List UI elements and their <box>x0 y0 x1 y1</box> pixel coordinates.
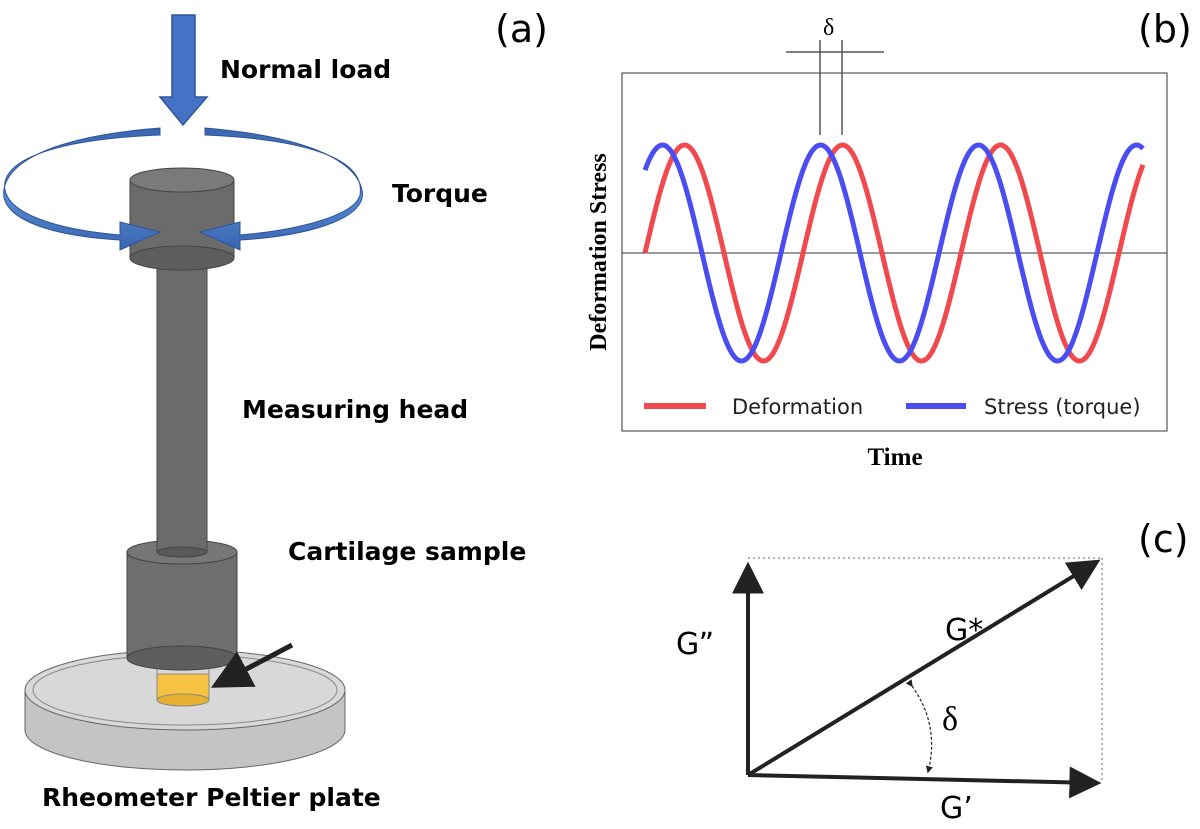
normal-load-arrow-icon <box>158 14 209 127</box>
panel-c-label: (c) <box>1138 517 1189 561</box>
measuring-head-label: Measuring head <box>242 395 468 424</box>
legend-deformation-label: Deformation <box>732 395 863 419</box>
g-double-prime-label: G” <box>676 627 714 662</box>
panel-c: (c) G” G* G’ δ <box>676 517 1189 826</box>
phase-lag-marker <box>786 40 884 135</box>
y-axis-label: Deformation Stress <box>586 153 612 351</box>
dotted-box <box>748 557 1103 782</box>
sample-pointer-arrow-icon <box>210 642 294 688</box>
plot-frame <box>621 72 1168 432</box>
delta-angle-arc <box>905 679 933 774</box>
upper-cylinder <box>129 167 235 271</box>
lower-cylinder <box>126 539 238 671</box>
g-prime-label: G’ <box>940 791 973 826</box>
panel-b-label: (b) <box>1138 7 1192 51</box>
peltier-plate-label: Rheometer Peltier plate <box>42 783 381 812</box>
g-star-label: G* <box>945 613 983 648</box>
panel-b: (b) δ Deformation Stress (torque) Deform… <box>586 7 1192 471</box>
g-prime-vector <box>747 766 1102 799</box>
delta-symbol-b: δ <box>823 15 834 41</box>
measuring-shaft <box>156 264 208 558</box>
normal-load-label: Normal load <box>220 55 391 84</box>
panel-a-label: (a) <box>495 7 548 51</box>
panel-a: (a) <box>3 7 548 812</box>
legend-stress-label: Stress (torque) <box>984 395 1141 419</box>
torque-arrow-icon <box>3 127 363 251</box>
g-star-vector <box>746 559 1101 777</box>
stress-wave <box>642 142 1145 364</box>
torque-label: Torque <box>392 179 488 208</box>
deformation-wave <box>642 142 1146 364</box>
x-axis-label: Time <box>867 444 922 471</box>
delta-symbol-c: δ <box>942 701 958 738</box>
cartilage-sample-label: Cartilage sample <box>288 537 526 566</box>
